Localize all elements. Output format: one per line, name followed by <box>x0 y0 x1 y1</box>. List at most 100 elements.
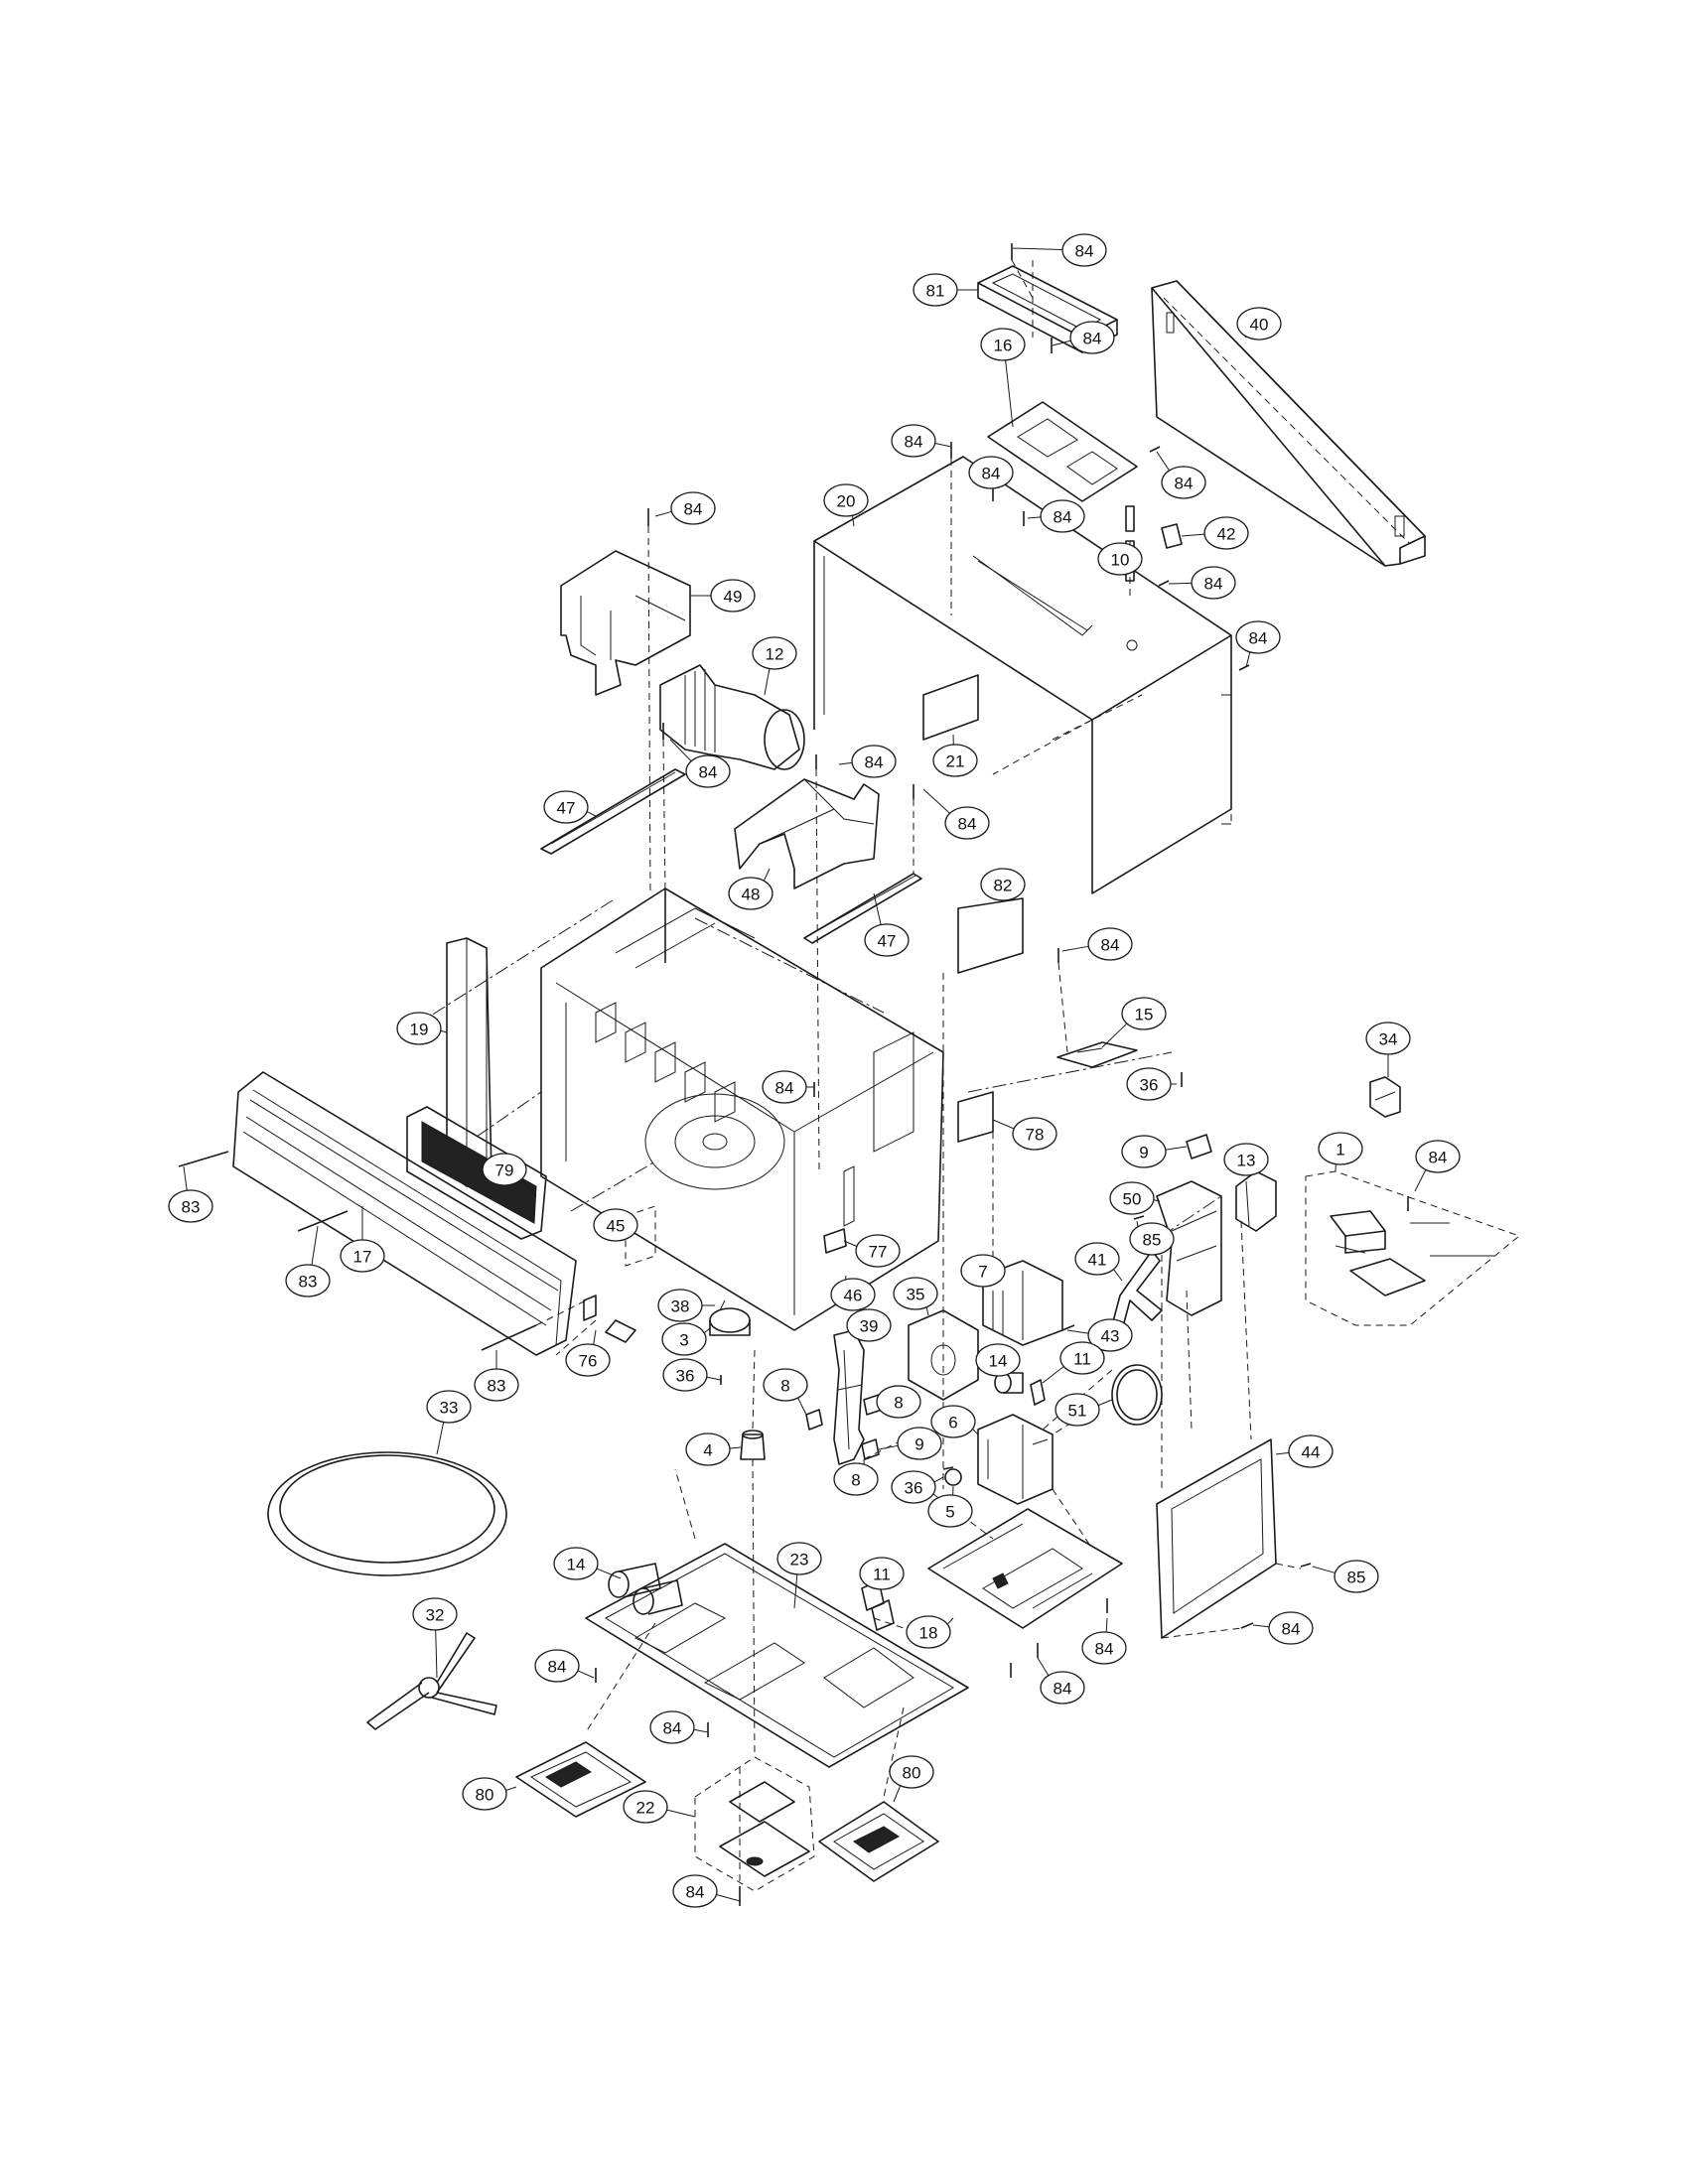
callout-number: 82 <box>994 877 1013 895</box>
callout-oval <box>1288 1434 1334 1468</box>
callout-number: 10 <box>1111 551 1130 570</box>
callout-84: 84 <box>1156 451 1206 499</box>
callout-19: 19 <box>396 1012 448 1045</box>
callout-8: 8 <box>763 1368 808 1416</box>
callout-leader <box>593 1329 597 1345</box>
callout-43: 43 <box>1066 1318 1133 1352</box>
callout-number: 84 <box>1101 936 1120 955</box>
callout-11: 11 <box>1042 1341 1105 1384</box>
callout-34: 34 <box>1365 1022 1411 1077</box>
callout-number: 84 <box>663 1719 682 1738</box>
callout-oval <box>930 1405 976 1438</box>
part-82-plate <box>957 897 1024 974</box>
callout-number: 12 <box>766 645 784 664</box>
callout-number: 46 <box>844 1287 863 1305</box>
part-3-turntable-motor <box>709 1299 751 1336</box>
callout-oval <box>285 1264 331 1297</box>
callout-oval <box>889 1755 934 1789</box>
callout-83: 83 <box>285 1225 331 1297</box>
callout-number: 13 <box>1237 1152 1256 1170</box>
callout-oval <box>685 1433 731 1466</box>
callout-number: 7 <box>978 1263 987 1282</box>
callout-number: 84 <box>699 763 718 782</box>
callout-leader <box>311 1225 319 1266</box>
part-12-fan-motor <box>659 664 805 770</box>
callout-84: 84 <box>838 745 897 778</box>
callout-number: 84 <box>548 1658 567 1677</box>
callout-number: 84 <box>1083 330 1102 348</box>
callout-oval <box>1129 1222 1175 1256</box>
callout-oval <box>1203 516 1249 550</box>
callout-46: 46 <box>830 1275 876 1311</box>
part-78-label <box>957 1091 994 1143</box>
callout-84: 84 <box>968 456 1014 489</box>
callout-number: 84 <box>905 433 923 452</box>
callout-leader <box>577 1670 595 1679</box>
callout-5: 5 <box>927 1485 973 1528</box>
callout-number: 32 <box>426 1606 445 1625</box>
callout-number: 84 <box>1054 1680 1072 1699</box>
callout-oval <box>913 273 958 307</box>
callout-number: 9 <box>1139 1144 1148 1162</box>
callout-oval <box>891 424 936 458</box>
callout-oval <box>980 328 1026 361</box>
callout-number: 84 <box>1175 475 1194 493</box>
callout-leader <box>440 1029 448 1033</box>
callout-number: 84 <box>1282 1620 1301 1639</box>
callout-leader <box>505 1786 517 1792</box>
callout-number: 80 <box>903 1764 921 1783</box>
callout-oval <box>396 1012 442 1045</box>
callout-number: 80 <box>476 1786 494 1805</box>
part-32-roller-guide <box>366 1632 497 1730</box>
part-20-outer-cabinet <box>813 456 1232 894</box>
callout-leader <box>1061 945 1089 952</box>
callout-oval <box>1415 1140 1461 1173</box>
callout-number: 85 <box>1143 1231 1162 1250</box>
callout-oval <box>960 1254 1006 1288</box>
callout-oval <box>893 1277 938 1310</box>
callout-oval <box>649 1710 695 1744</box>
callout-number: 84 <box>865 753 884 772</box>
callout-oval <box>657 1289 703 1322</box>
callout-50: 50 <box>1109 1181 1161 1215</box>
callout-oval <box>891 1470 936 1504</box>
part-16-control-board <box>987 401 1138 502</box>
part-80-filter-left <box>515 1741 646 1818</box>
callout-number: 36 <box>905 1479 923 1498</box>
callout-84: 84 <box>1081 1617 1127 1665</box>
callout-number: 8 <box>780 1377 789 1396</box>
callout-leader <box>1052 340 1071 346</box>
callout-number: 81 <box>926 282 945 301</box>
part-80-filter-right <box>818 1801 939 1882</box>
callout-leader <box>183 1165 188 1191</box>
callout-number: 15 <box>1135 1006 1154 1024</box>
callout-oval <box>1109 1181 1155 1215</box>
callout-80: 80 <box>462 1777 517 1811</box>
callout-83: 83 <box>168 1165 213 1223</box>
callout-oval <box>1074 1242 1120 1276</box>
callout-79: 79 <box>482 1153 537 1197</box>
callout-84: 84 <box>669 739 731 788</box>
callout-oval <box>462 1777 507 1811</box>
part-23-base-pan <box>585 1543 969 1768</box>
part-51-gasket <box>1111 1364 1163 1426</box>
callout-number: 36 <box>676 1367 695 1386</box>
callout-leader <box>1275 1451 1290 1455</box>
callout-number: 1 <box>1336 1141 1344 1160</box>
callout-leader <box>654 510 672 517</box>
callout-oval <box>776 1542 822 1575</box>
callout-number: 38 <box>671 1297 690 1316</box>
callout-oval <box>980 868 1026 901</box>
callout-oval <box>1268 1611 1314 1645</box>
callout-number: 8 <box>851 1471 860 1490</box>
callout-oval <box>864 923 910 957</box>
callout-14: 14 <box>975 1343 1021 1377</box>
callout-84: 84 <box>654 491 716 525</box>
part-50-bracket <box>1156 1180 1222 1316</box>
callout-oval <box>1087 1318 1133 1352</box>
callout-leader <box>793 1573 798 1609</box>
callout-leader <box>838 761 853 765</box>
callout-leader <box>878 1444 899 1450</box>
callout-39: 39 <box>846 1308 892 1342</box>
